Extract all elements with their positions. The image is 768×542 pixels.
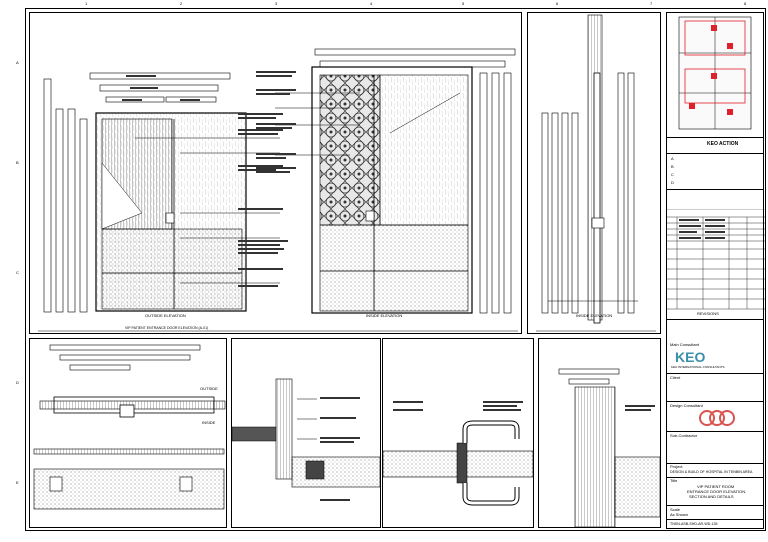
grid-col-2: 2 xyxy=(180,1,183,6)
grid-col-6: 6 xyxy=(556,1,559,6)
handle-detail-panel xyxy=(382,338,534,528)
vertical-section-panel: INSIDE ELEVATION xyxy=(527,12,661,334)
vertical-section-drawing xyxy=(536,14,656,332)
drawing-title-line-2: ENTRANCE DOOR ELEVATION, xyxy=(687,489,747,494)
drawing-title-line-3: SECTION AND DETAILS xyxy=(689,494,734,499)
main-consultant-label: Main Consultant xyxy=(670,342,699,347)
title-label: Title xyxy=(670,478,678,483)
client-label: Client xyxy=(670,375,681,380)
grid-col-7: 7 xyxy=(650,1,653,6)
sill-detail-panel xyxy=(538,338,661,528)
keo-logo: KEO xyxy=(675,349,706,365)
revision-table xyxy=(667,209,765,310)
head-detail-panel xyxy=(231,338,381,528)
grid-col-4: 4 xyxy=(370,1,373,6)
outside-elevation-label: OUTSIDE ELEVATION xyxy=(145,313,186,318)
action-b: B xyxy=(671,164,674,169)
plan-inside-label: INSIDE xyxy=(202,420,216,425)
grid-col-1: 1 xyxy=(85,1,88,6)
plan-outside-label: OUTSIDE xyxy=(200,386,218,391)
grid-row-b: B xyxy=(16,160,19,165)
drawing-number: TNSN-ASB-SHD-AR-WD-135 xyxy=(670,522,718,526)
grid-row-a: A xyxy=(16,60,19,65)
sub-contractor-label: Sub-Contractor xyxy=(670,433,698,438)
grid-row-d: D xyxy=(16,380,19,385)
grid-col-3: 3 xyxy=(275,1,278,6)
title-block: KEO ACTION A B C D xyxy=(666,12,765,529)
inside-elevation-label: INSIDE ELEVATION xyxy=(366,313,403,318)
scale-value: As Shown xyxy=(670,512,689,517)
revisions-header: REVISIONS xyxy=(697,311,719,316)
scale-label: Scale xyxy=(670,507,681,512)
drawing-title-line-1: VIP PATIENT ROOM xyxy=(697,484,735,489)
elevation-drawing xyxy=(38,48,518,332)
project-label: Project xyxy=(670,464,683,469)
grid-row-e: E xyxy=(16,480,19,485)
section-inside-label: INSIDE ELEVATION xyxy=(576,313,613,318)
action-d: D xyxy=(671,180,674,185)
grid-col-8: 8 xyxy=(744,1,747,6)
handle-detail-drawing xyxy=(383,401,534,506)
key-plan xyxy=(678,16,752,130)
grid-row-c: C xyxy=(16,270,19,275)
sheet-frame xyxy=(25,8,766,531)
keo-subtitle: KEO INTERNATIONAL CONSULTANTS xyxy=(671,365,725,369)
sill-detail-drawing xyxy=(558,368,661,528)
design-consultant-label: Design Consultant xyxy=(670,403,703,408)
action-a: A xyxy=(671,156,674,161)
project-name: DESIGN & BUILD OF HOSPITAL IN TENBIN ARE… xyxy=(670,470,753,474)
elevation-caption: VIP PATIENT ENTRANCE DOOR ELEVATION (A-0… xyxy=(125,326,209,330)
action-c: C xyxy=(671,172,674,177)
head-detail-drawing xyxy=(232,378,381,501)
plan-detail-panel: OUTSIDE INSIDE xyxy=(29,338,227,528)
keo-action-label: KEO ACTION xyxy=(707,141,739,147)
elevation-panel: OUTSIDE ELEVATION INSIDE ELEVATION VIP P… xyxy=(29,12,522,334)
ggc-logo-icon xyxy=(699,410,735,426)
plan-detail-drawing xyxy=(33,344,226,510)
grid-col-5: 5 xyxy=(462,1,465,6)
